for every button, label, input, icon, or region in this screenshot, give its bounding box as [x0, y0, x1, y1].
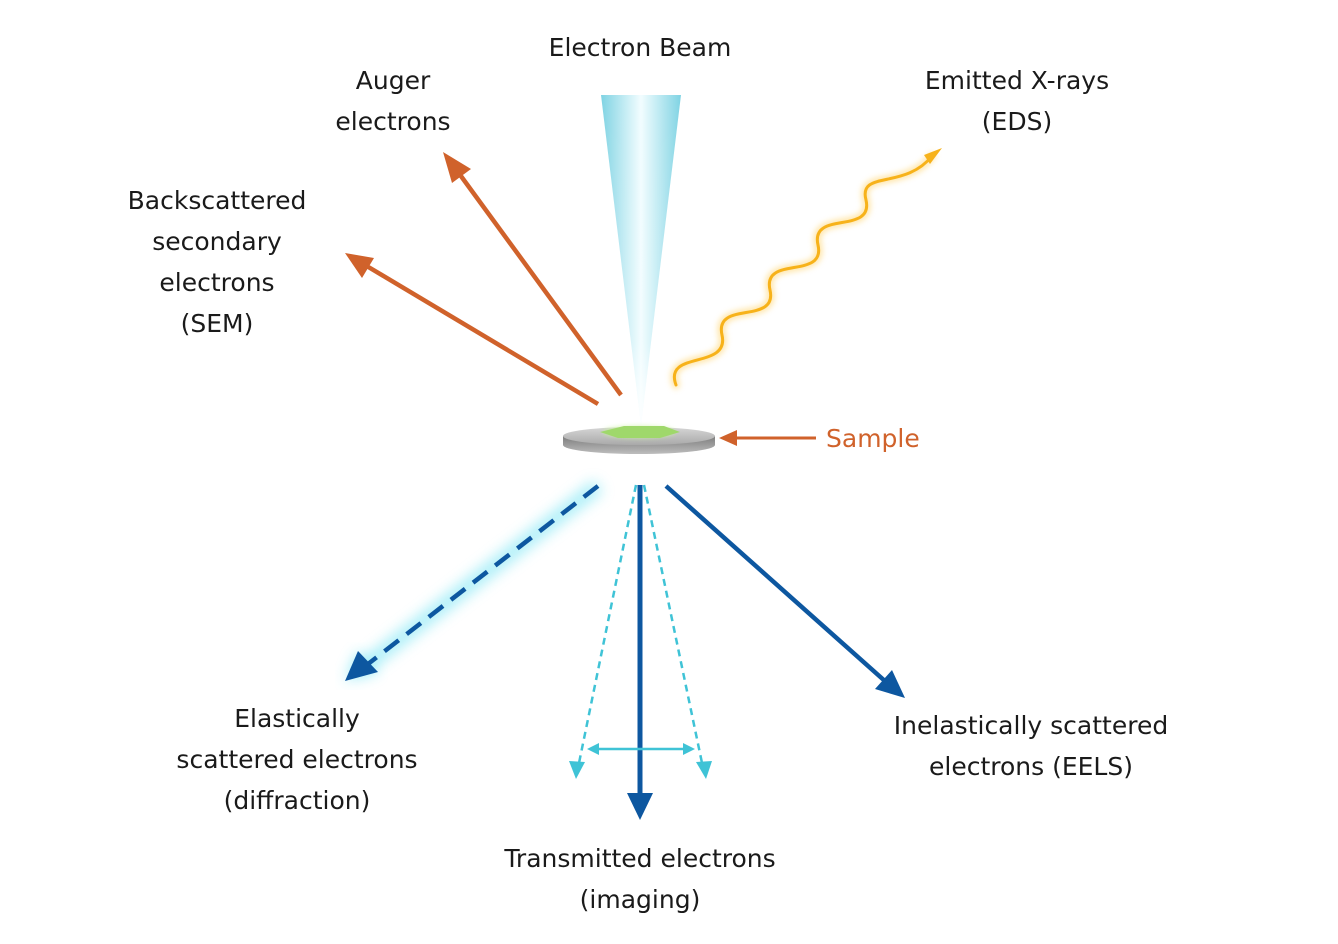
backscattered-label-line: secondary	[152, 227, 282, 256]
sample-label: Sample	[826, 418, 920, 459]
auger-electrons-label: Auger electrons	[335, 60, 450, 142]
backscattered-label-line: electrons	[159, 268, 275, 297]
diffracted-beam-right-arrow	[642, 484, 712, 779]
electron-beam-label: Electron Beam	[549, 27, 732, 68]
diffracted-beam-left-arrow	[569, 484, 638, 779]
elastic-label-line: (diffraction)	[223, 786, 371, 815]
spread-double-arrow	[587, 743, 695, 755]
emitted-xrays-label: Emitted X-rays (EDS)	[925, 60, 1109, 142]
backscattered-label-line: Backscattered	[127, 186, 307, 215]
electron-beam-label-text: Electron Beam	[548, 33, 732, 62]
transmitted-electrons-arrow	[627, 485, 653, 820]
sample-label-text: Sample	[826, 424, 920, 453]
backscattered-electrons-label: Backscattered secondary electrons (SEM)	[128, 180, 307, 344]
transmitted-label-line: Transmitted electrons	[504, 844, 776, 873]
backscattered-label-line: (SEM)	[180, 309, 254, 338]
electron-beam-fade	[601, 95, 681, 425]
sample-pointer-arrow	[719, 430, 816, 446]
inelastic-scattered-label: Inelastically scattered electrons (EELS)	[894, 705, 1168, 787]
auger-electrons-arrow	[443, 152, 623, 397]
elastic-scattered-arrow	[345, 480, 603, 681]
elastic-label-line: scattered electrons	[176, 745, 418, 774]
auger-label-line: Auger	[355, 66, 431, 95]
inelastic-label-line: Inelastically scattered	[893, 711, 1169, 740]
xray-wave-arrow	[670, 148, 942, 389]
elastic-label-line: Elastically	[234, 704, 360, 733]
inelastic-scattered-arrow	[664, 484, 905, 698]
sample-disk	[563, 426, 715, 454]
transmitted-electrons-label: Transmitted electrons (imaging)	[504, 838, 775, 920]
elastic-scattered-label: Elastically scattered electrons (diffrac…	[176, 698, 417, 821]
auger-label-line: electrons	[335, 107, 451, 136]
xrays-label-line: Emitted X-rays	[924, 66, 1110, 95]
backscattered-electrons-arrow	[345, 253, 600, 406]
xrays-label-line: (EDS)	[981, 107, 1053, 136]
inelastic-label-line: electrons (EELS)	[928, 752, 1133, 781]
transmitted-label-line: (imaging)	[579, 885, 701, 914]
